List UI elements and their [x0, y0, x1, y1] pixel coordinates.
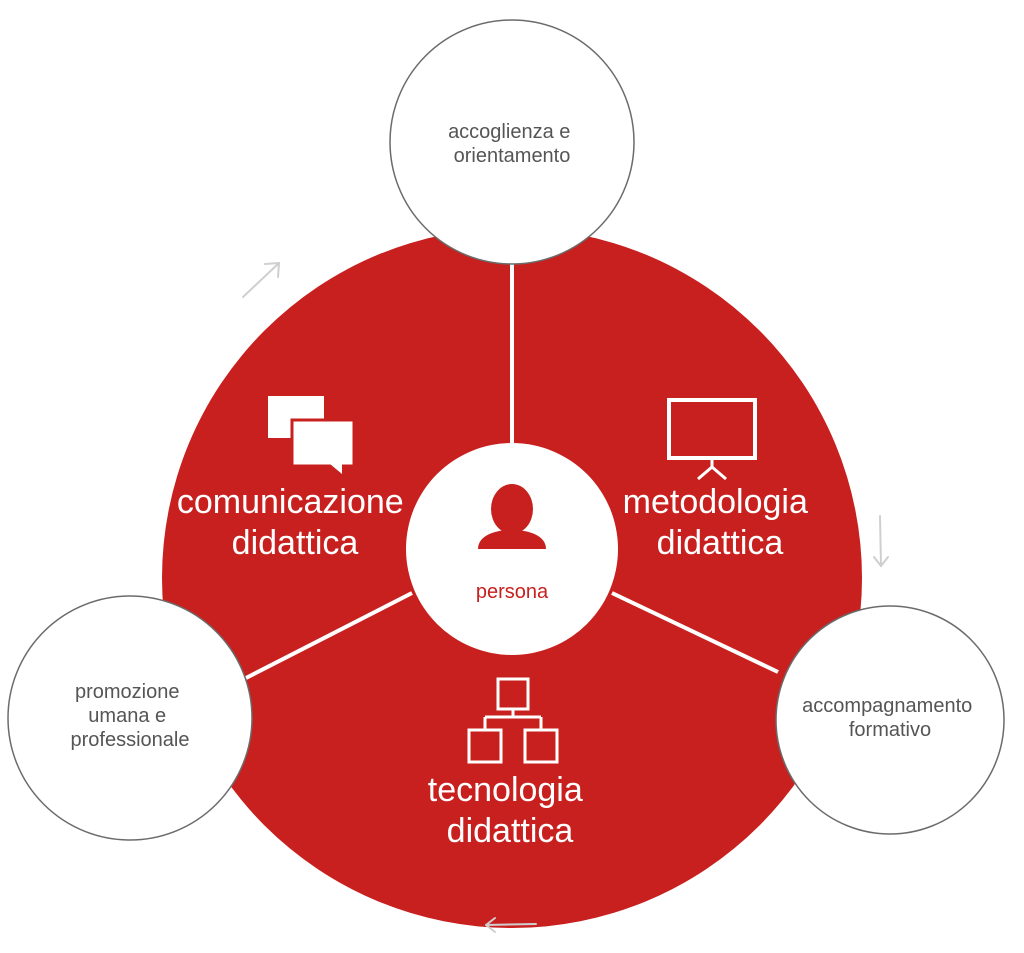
- accompagnamento-line2: formativo: [849, 719, 931, 741]
- tecnologia-line1: tecnologia: [428, 771, 583, 809]
- spoke-right: [611, 591, 779, 674]
- tecnologia-label: tecnologia didattica: [428, 771, 592, 850]
- accoglienza-line2: orientamento: [454, 145, 571, 167]
- outer-circle-right: [775, 605, 1005, 835]
- speech-bubbles-icon: [268, 396, 356, 474]
- network-hierarchy-icon: [467, 677, 559, 764]
- promozione-line3: professionale: [71, 729, 190, 751]
- accompagnamento-label: accompagnamento formativo: [802, 695, 978, 741]
- presentation-board-icon: [667, 398, 757, 481]
- cycle-arrow-icon: [242, 262, 889, 933]
- accompagnamento-line1: accompagnamento: [802, 695, 972, 717]
- outer-circle-left: [7, 595, 253, 841]
- comunicazione-label: comunicazione didattica: [177, 483, 413, 562]
- promozione-line2: umana e: [88, 705, 166, 727]
- metodologia-line1: metodologia: [623, 483, 808, 521]
- accoglienza-line1: accoglienza e: [448, 121, 570, 143]
- outer-circle-top: [389, 19, 635, 265]
- promozione-label: promozione umana e professionale: [71, 681, 190, 751]
- comunicazione-line2: didattica: [232, 524, 359, 562]
- person-icon: [478, 484, 546, 549]
- center-label: persona: [476, 581, 549, 603]
- metodologia-label: metodologia didattica: [623, 483, 818, 562]
- comunicazione-line1: comunicazione: [177, 483, 404, 521]
- spoke-left: [245, 591, 413, 680]
- promozione-line1: promozione: [75, 681, 180, 703]
- accoglienza-label: accoglienza e orientamento: [448, 121, 576, 167]
- metodologia-line2: didattica: [657, 524, 784, 562]
- tecnologia-line2: didattica: [447, 812, 574, 850]
